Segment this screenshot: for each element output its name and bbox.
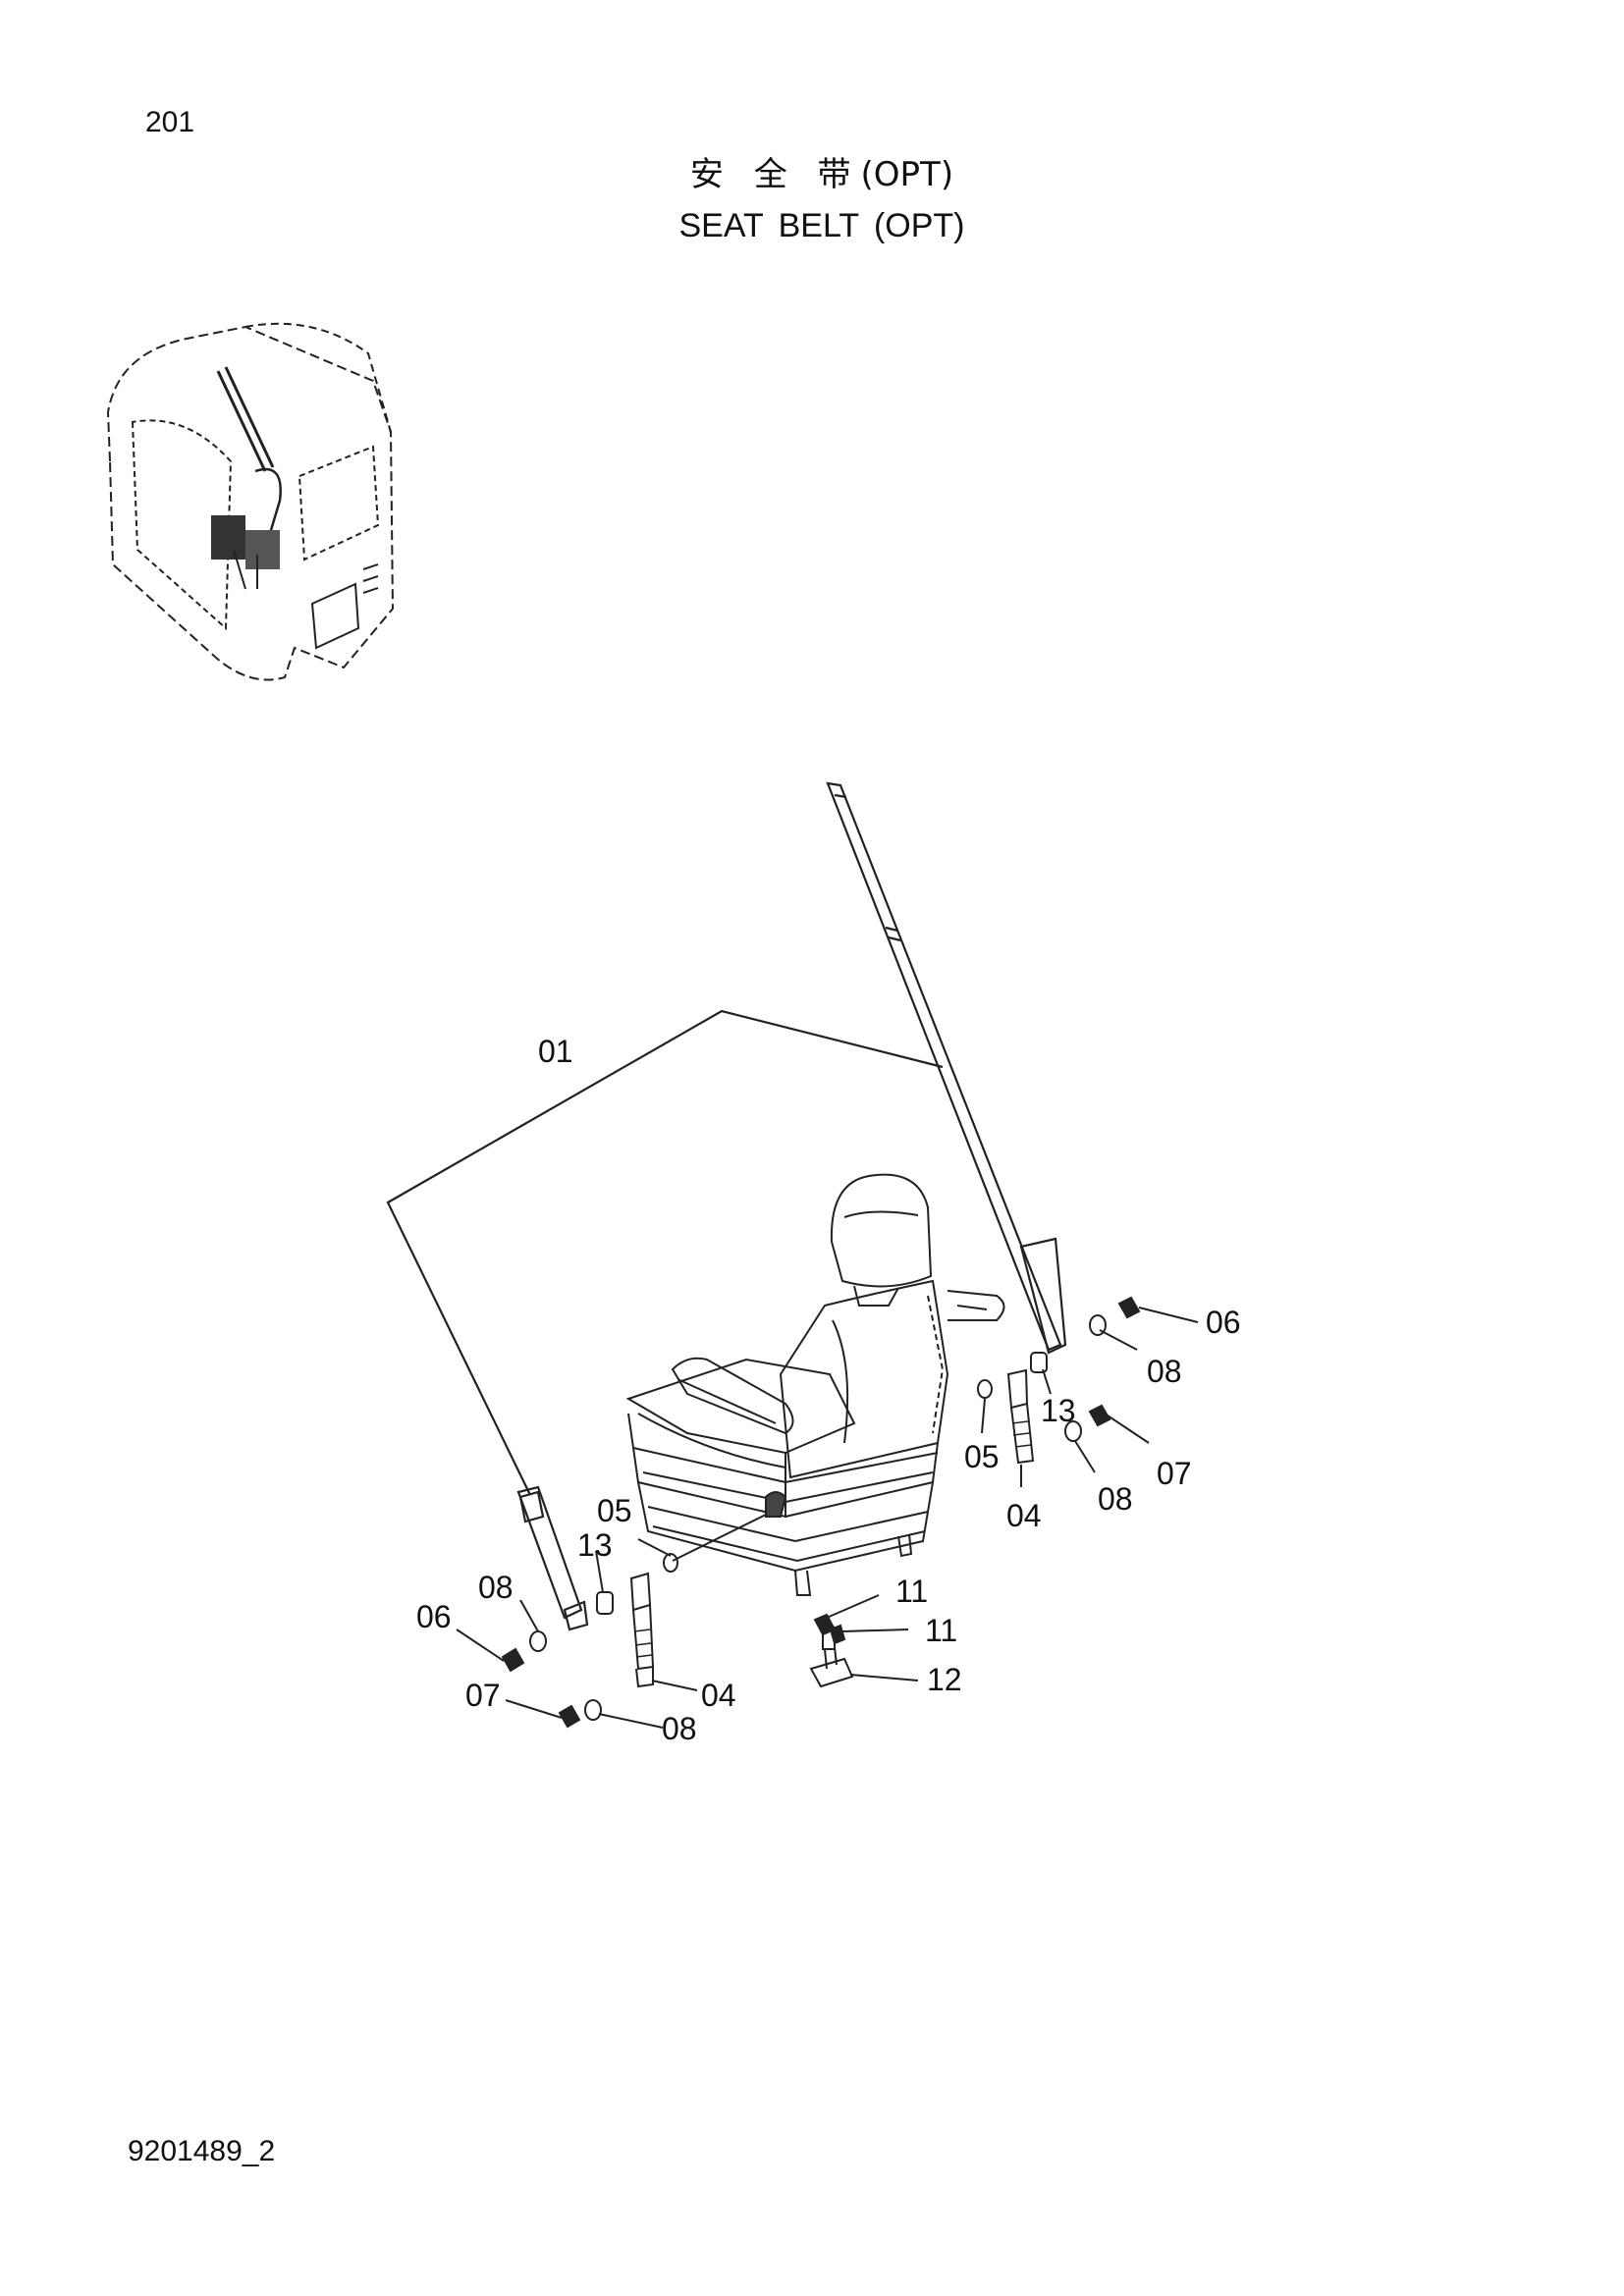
callout-11-lower: 11	[925, 1613, 957, 1648]
callout-07-left: 07	[465, 1678, 501, 1713]
callout-13-right: 13	[1041, 1393, 1076, 1428]
shoulder-belt	[826, 781, 1067, 1355]
callout-08-left-upper: 08	[478, 1570, 514, 1605]
page-title: 安 全 带(OPT) SEAT BELT (OPT)	[0, 147, 1624, 245]
callout-06-left: 06	[416, 1599, 452, 1634]
title-chinese-text: 安 全 带	[689, 155, 861, 194]
title-chinese-suffix: (OPT)	[860, 155, 954, 194]
title-chinese: 安 全 带(OPT)	[20, 147, 1624, 195]
callout-13-left: 13	[577, 1527, 613, 1563]
callout-08-right-upper: 08	[1147, 1354, 1182, 1389]
page-number: 201	[145, 106, 195, 138]
callout-leader-01	[386, 1009, 944, 1496]
callout-05-left: 05	[597, 1493, 632, 1528]
left-anchor-hardware	[501, 1514, 767, 1729]
callout-08-left-lower: 08	[662, 1711, 697, 1746]
operator-seat-icon	[625, 1173, 1005, 1596]
document-code: 9201489_2	[128, 2135, 276, 2167]
callout-12: 12	[927, 1662, 962, 1697]
lap-belt	[516, 1485, 589, 1631]
right-anchor-hardware	[977, 1296, 1141, 1465]
callout-08-right-lower: 08	[1098, 1481, 1133, 1517]
title-english: SEAT BELT (OPT)	[678, 207, 965, 244]
floor-bracket-hardware	[809, 1613, 854, 1688]
callout-07-right: 07	[1157, 1456, 1192, 1491]
callout-leaders	[456, 1307, 1199, 1729]
callout-04-left: 04	[701, 1678, 736, 1713]
cab-overview-inset-icon	[106, 322, 395, 681]
callout-04-right: 04	[1006, 1498, 1042, 1533]
callout-05-right: 05	[964, 1439, 1000, 1474]
callout-01: 01	[538, 1034, 573, 1069]
callout-11-upper: 11	[895, 1574, 928, 1609]
callout-06-right: 06	[1206, 1305, 1241, 1340]
